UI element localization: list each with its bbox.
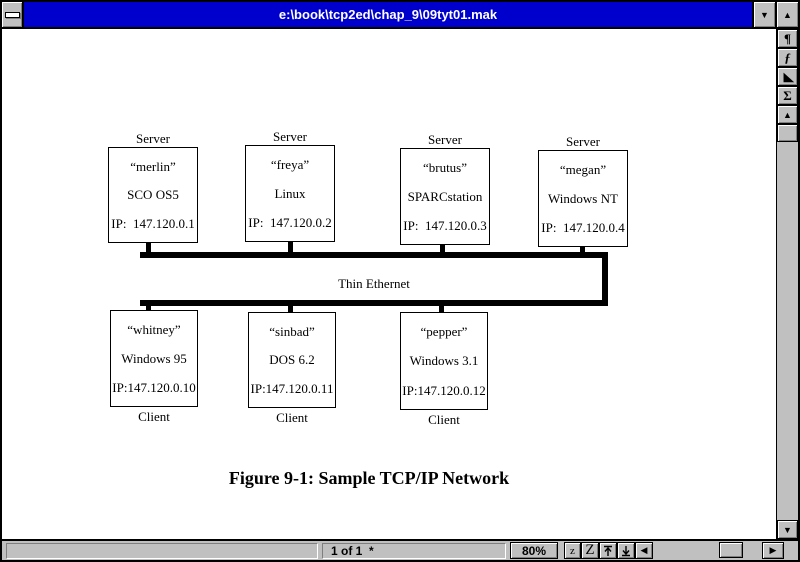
server-node-brutus: Server “brutus” SPARCstation IP: 147.120… bbox=[400, 132, 490, 245]
node-hostname: “pepper” bbox=[420, 324, 468, 340]
draw-tool-button[interactable] bbox=[777, 67, 798, 86]
drop-line bbox=[580, 247, 585, 252]
node-role-label: Server bbox=[428, 132, 462, 147]
scroll-right-icon: ▶ bbox=[769, 545, 777, 555]
triangle-icon bbox=[783, 72, 794, 82]
node-ip: IP: 147.120.0.4 bbox=[541, 220, 625, 235]
node-role-label: Server bbox=[273, 129, 307, 144]
node-os: SPARCstation bbox=[407, 189, 483, 204]
node-os: SCO OS5 bbox=[127, 187, 179, 203]
node-box: “sinbad” DOS 6.2 IP:147.120.0.11 bbox=[248, 312, 336, 408]
window-title: e:\book\tcp2ed\chap_9\09tyt01.mak bbox=[22, 2, 752, 27]
sigma-tool-button[interactable]: Σ bbox=[777, 86, 798, 105]
main-area: Server “merlin” SCO OS5 IP: 147.120.0.1 … bbox=[2, 29, 798, 539]
server-node-merlin: Server “merlin” SCO OS5 IP: 147.120.0.1 bbox=[108, 131, 198, 243]
drop-line bbox=[439, 306, 444, 312]
vscroll-trough[interactable] bbox=[777, 142, 798, 520]
node-os: Windows 95 bbox=[121, 351, 187, 366]
maximize-button[interactable]: ▲ bbox=[775, 2, 798, 27]
vscroll-up-button[interactable]: ▲ bbox=[777, 105, 798, 124]
ethernet-bus-top bbox=[140, 252, 608, 258]
node-os: Linux bbox=[274, 186, 306, 201]
node-ip: IP: 147.120.0.3 bbox=[403, 218, 487, 233]
zoom-level-button[interactable]: 80% bbox=[510, 542, 558, 559]
server-node-megan: Server “megan” Windows NT IP: 147.120.0.… bbox=[538, 134, 628, 247]
zoom-in-button[interactable]: Z bbox=[581, 542, 599, 559]
document-canvas[interactable]: Server “merlin” SCO OS5 IP: 147.120.0.1 … bbox=[2, 29, 776, 539]
hscroll-thumb[interactable] bbox=[719, 542, 743, 558]
node-role-label: Server bbox=[136, 131, 170, 146]
ethernet-bus-bottom bbox=[140, 300, 608, 306]
control-menu-button[interactable] bbox=[2, 2, 22, 27]
scroll-left-icon: ◀ bbox=[640, 545, 648, 555]
node-ip: IP:147.120.0.11 bbox=[250, 381, 334, 397]
scroll-down-icon: ▼ bbox=[783, 524, 792, 535]
scroll-up-icon: ▲ bbox=[783, 109, 792, 120]
node-hostname: “freya” bbox=[270, 157, 310, 172]
node-hostname: “whitney” bbox=[127, 322, 181, 337]
node-role-label: Server bbox=[566, 134, 600, 149]
node-hostname: “brutus” bbox=[422, 160, 468, 175]
minimize-button[interactable]: ▼ bbox=[752, 2, 775, 27]
drop-line bbox=[146, 243, 151, 252]
function-icon: ƒ bbox=[784, 49, 791, 65]
node-ip: IP: 147.120.0.2 bbox=[248, 215, 332, 230]
page-down-button[interactable] bbox=[617, 542, 635, 559]
drop-line bbox=[288, 242, 293, 252]
node-box: “pepper” Windows 3.1 IP:147.120.0.12 bbox=[400, 312, 488, 410]
node-hostname: “sinbad” bbox=[269, 323, 315, 339]
node-box: “whitney” Windows 95 IP:147.120.0.10 bbox=[110, 310, 198, 407]
page-up-icon bbox=[604, 545, 612, 556]
node-role-label: Client bbox=[276, 410, 308, 425]
status-message-field[interactable] bbox=[6, 542, 318, 559]
hscroll-right-button[interactable]: ▶ bbox=[762, 542, 784, 559]
drop-line bbox=[288, 306, 293, 312]
node-ip: IP: 147.120.0.1 bbox=[111, 216, 195, 232]
minimize-icon: ▼ bbox=[760, 9, 769, 20]
pilcrow-icon: ¶ bbox=[783, 30, 792, 46]
node-ip: IP:147.120.0.12 bbox=[402, 382, 486, 398]
node-role-label: Client bbox=[138, 409, 170, 424]
node-os: Windows NT bbox=[548, 191, 618, 206]
pilcrow-tool-button[interactable]: ¶ bbox=[777, 29, 798, 48]
function-tool-button[interactable]: ƒ bbox=[777, 48, 798, 67]
figure-caption: Figure 9-1: Sample TCP/IP Network bbox=[228, 468, 510, 488]
vscroll-thumb[interactable] bbox=[777, 124, 798, 142]
hscroll-trough[interactable] bbox=[653, 541, 762, 560]
right-tool-rail: ¶ ƒ Σ ▲ ▼ bbox=[776, 29, 798, 539]
title-bar: e:\book\tcp2ed\chap_9\09tyt01.mak ▼ ▲ bbox=[2, 2, 798, 29]
zoom-out-button[interactable]: z bbox=[564, 542, 581, 559]
node-os: DOS 6.2 bbox=[269, 352, 315, 368]
drop-line bbox=[146, 306, 151, 310]
control-menu-icon bbox=[4, 11, 20, 18]
page-down-icon bbox=[622, 545, 630, 556]
node-box: “merlin” SCO OS5 IP: 147.120.0.1 bbox=[108, 147, 198, 243]
node-hostname: “megan” bbox=[559, 162, 607, 177]
sigma-icon: Σ bbox=[783, 87, 792, 103]
node-os: Windows 3.1 bbox=[409, 353, 479, 369]
server-node-freya: Server “freya” Linux IP: 147.120.0.2 bbox=[245, 129, 335, 242]
node-hostname: “merlin” bbox=[130, 158, 176, 174]
hscroll-left-button[interactable]: ◀ bbox=[635, 542, 653, 559]
node-box: “brutus” SPARCstation IP: 147.120.0.3 bbox=[400, 148, 490, 245]
client-node-whitney: “whitney” Windows 95 IP:147.120.0.10 Cli… bbox=[110, 310, 198, 425]
page-indicator[interactable]: 1 of 1 * bbox=[322, 542, 506, 559]
ethernet-bus-right bbox=[602, 252, 608, 306]
node-box: “freya” Linux IP: 147.120.0.2 bbox=[245, 145, 335, 242]
client-node-pepper: “pepper” Windows 3.1 IP:147.120.0.12 Cli… bbox=[400, 312, 488, 428]
status-bar: 1 of 1 * 80% z Z ◀ ▶ bbox=[2, 539, 798, 560]
page-up-button[interactable] bbox=[599, 542, 617, 559]
drop-line bbox=[440, 245, 445, 252]
node-ip: IP:147.120.0.10 bbox=[112, 380, 196, 395]
maximize-icon: ▲ bbox=[783, 9, 792, 20]
statusbar-corner bbox=[784, 541, 798, 560]
bus-label: Thin Ethernet bbox=[338, 276, 410, 291]
node-role-label: Client bbox=[428, 412, 460, 427]
node-box: “megan” Windows NT IP: 147.120.0.4 bbox=[538, 150, 628, 247]
vscroll-down-button[interactable]: ▼ bbox=[777, 520, 798, 539]
client-node-sinbad: “sinbad” DOS 6.2 IP:147.120.0.11 Client bbox=[248, 312, 336, 426]
